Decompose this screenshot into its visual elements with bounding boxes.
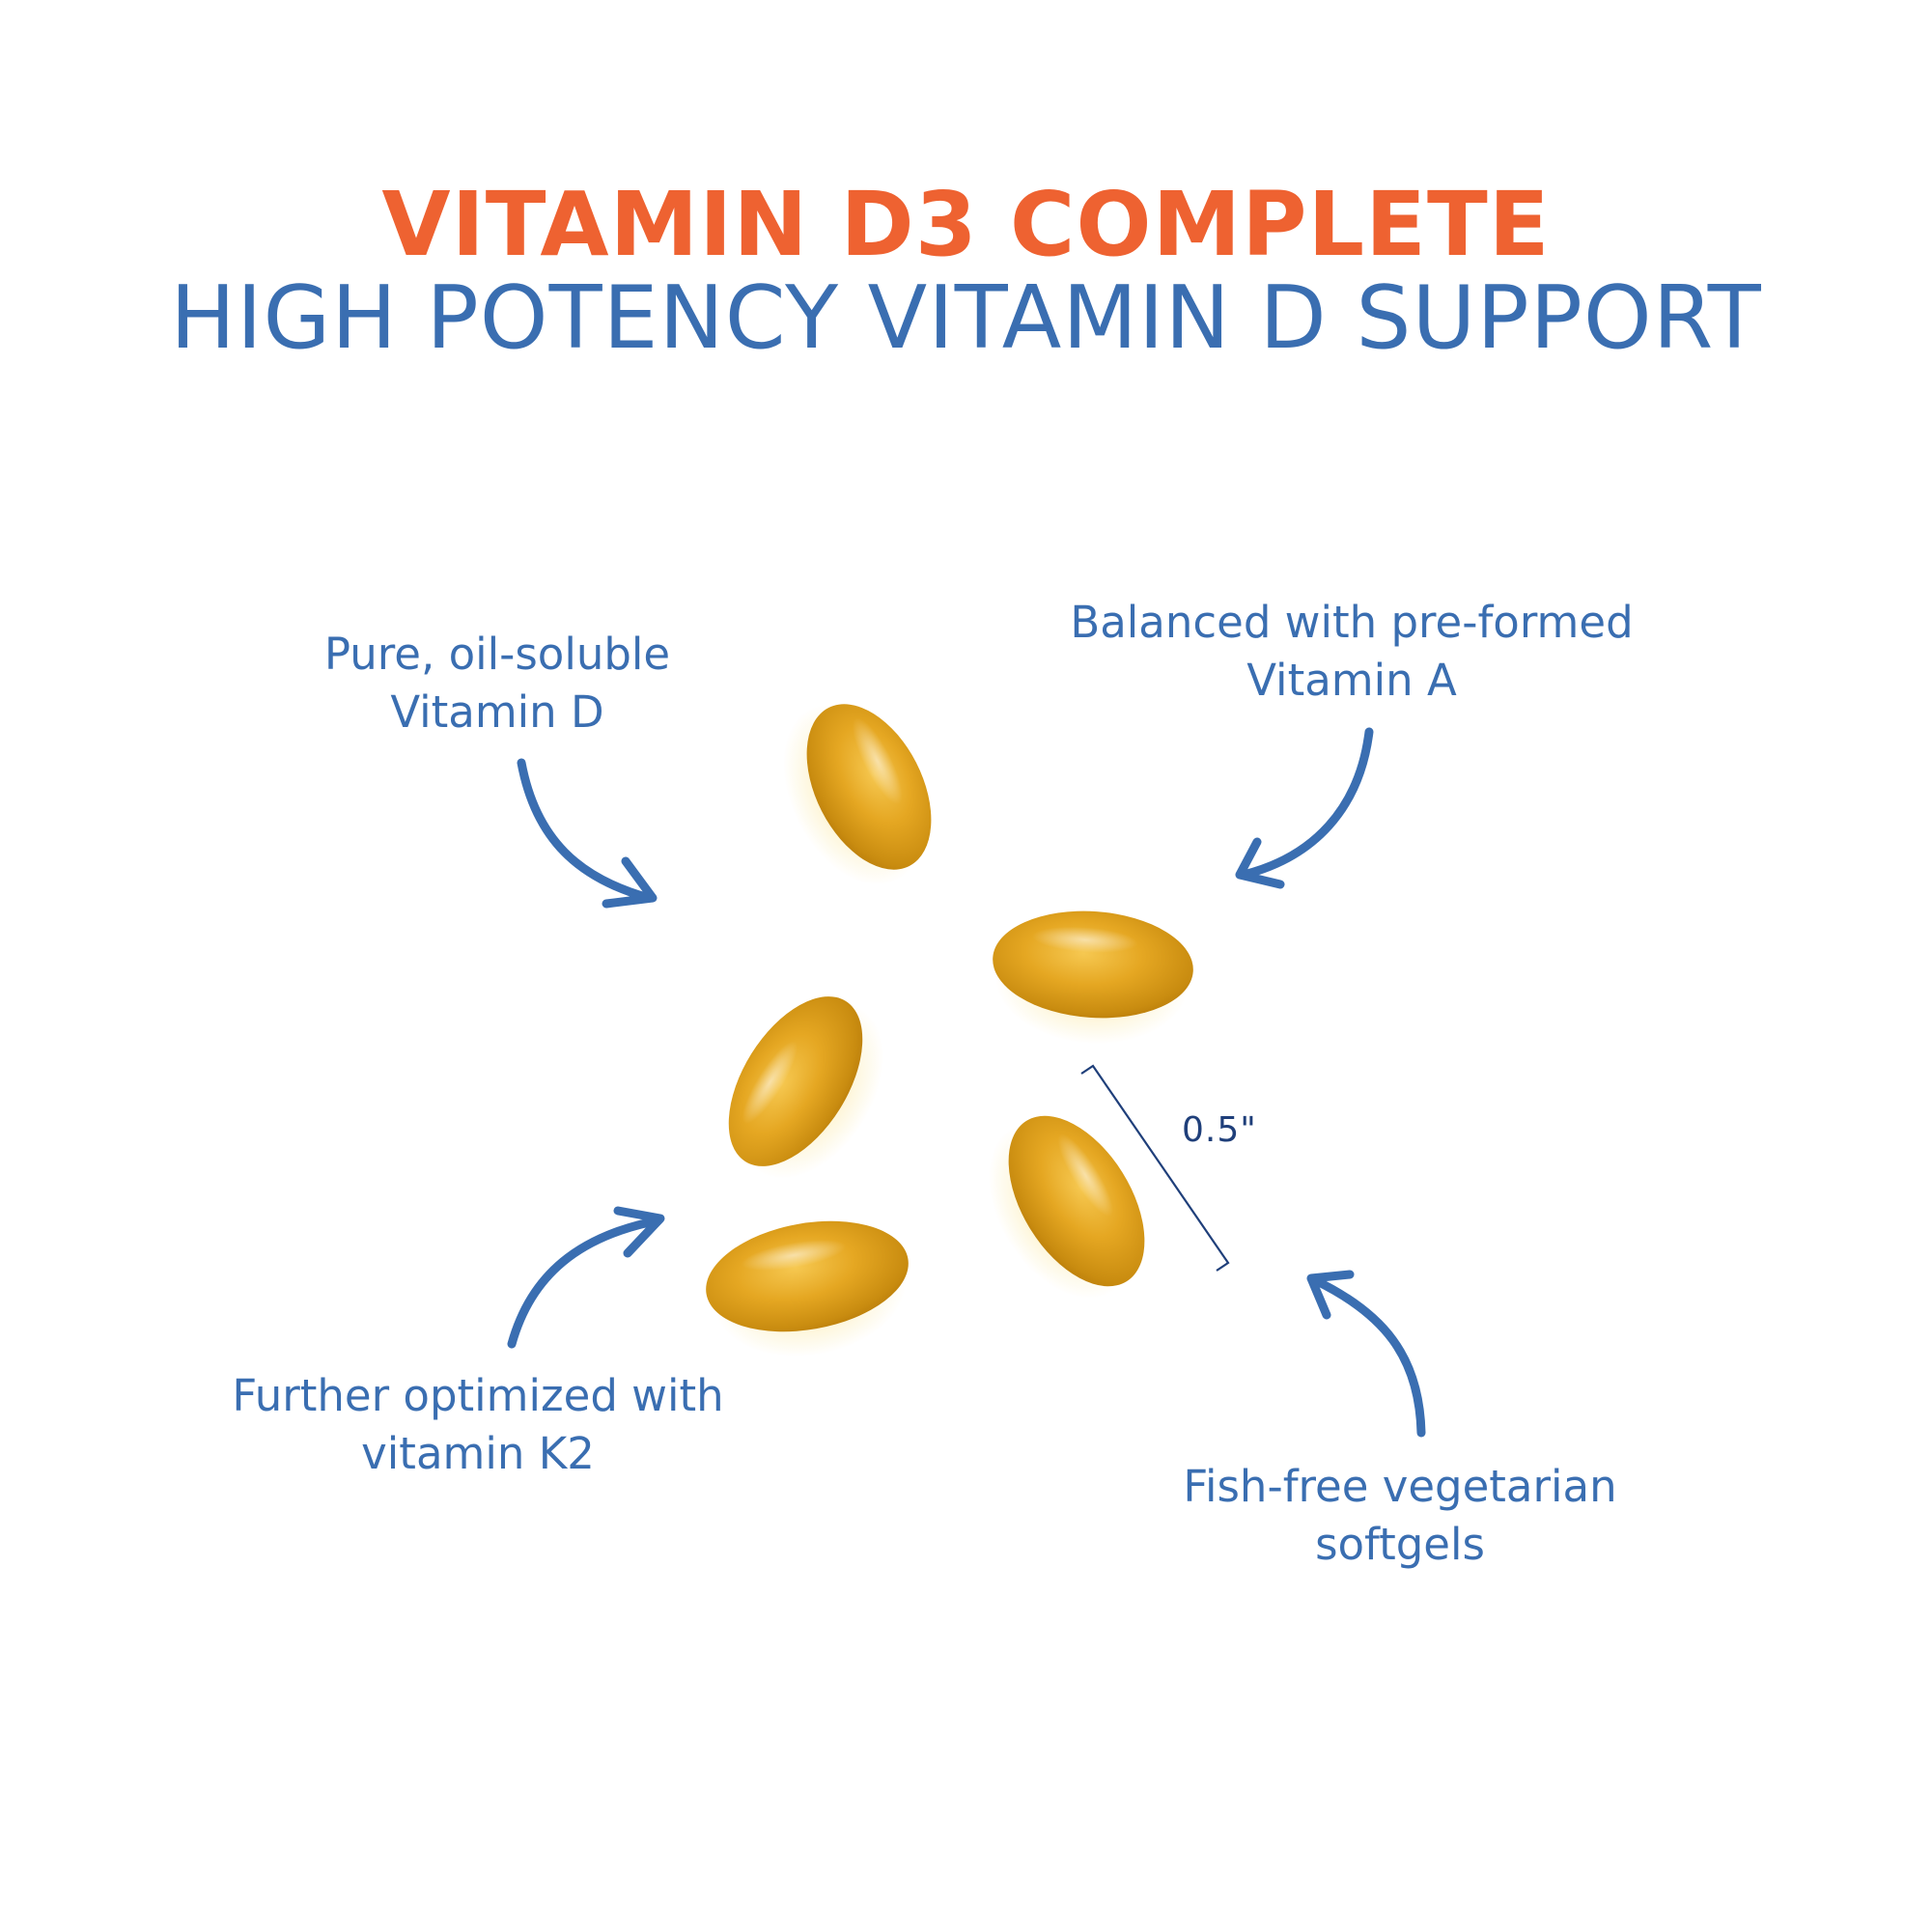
softgel bbox=[728, 996, 884, 1179]
arrow-icon bbox=[1310, 1275, 1426, 1438]
callout-line: Vitamin A bbox=[1246, 655, 1457, 706]
page-subtitle: HIGH POTENCY VITAMIN D SUPPORT bbox=[170, 267, 1762, 369]
arrowhead-icon bbox=[602, 856, 658, 909]
softgel bbox=[706, 1220, 909, 1357]
callout-line: Balanced with pre-formed bbox=[1070, 597, 1634, 648]
callout-vegetarian-softgels: Fish-free vegetarian softgels bbox=[1159, 1458, 1641, 1574]
callout-line: Vitamin D bbox=[390, 686, 604, 738]
softgel bbox=[988, 1115, 1145, 1299]
callout-pre-formed-vitamin-a: Balanced with pre-formed Vitamin A bbox=[1062, 594, 1641, 710]
callout-line: Pure, oil-soluble bbox=[323, 629, 671, 680]
callout-vitamin-k2: Further optimized with vitamin K2 bbox=[217, 1367, 739, 1483]
callout-oil-soluble-vitamin-d: Pure, oil-soluble Vitamin D bbox=[319, 626, 676, 742]
callout-line: Further optimized with bbox=[232, 1370, 724, 1421]
arrowhead-icon bbox=[613, 1206, 665, 1258]
callout-line: softgels bbox=[1315, 1519, 1485, 1570]
callout-line: vitamin K2 bbox=[361, 1428, 595, 1479]
softgel bbox=[783, 704, 932, 885]
arrow-icon bbox=[517, 758, 654, 903]
arrowhead-icon bbox=[1306, 1270, 1355, 1320]
arrow-icon bbox=[1239, 727, 1374, 880]
measurement-bracket bbox=[1080, 1064, 1230, 1272]
arrow-icon bbox=[507, 1216, 663, 1349]
callout-line: Fish-free vegetarian bbox=[1183, 1461, 1617, 1512]
arrowhead-icon bbox=[1235, 837, 1285, 889]
softgel bbox=[993, 910, 1193, 1045]
softgel-size-label: 0.5" bbox=[1182, 1110, 1257, 1150]
page-title: VITAMIN D3 COMPLETE bbox=[381, 173, 1551, 276]
